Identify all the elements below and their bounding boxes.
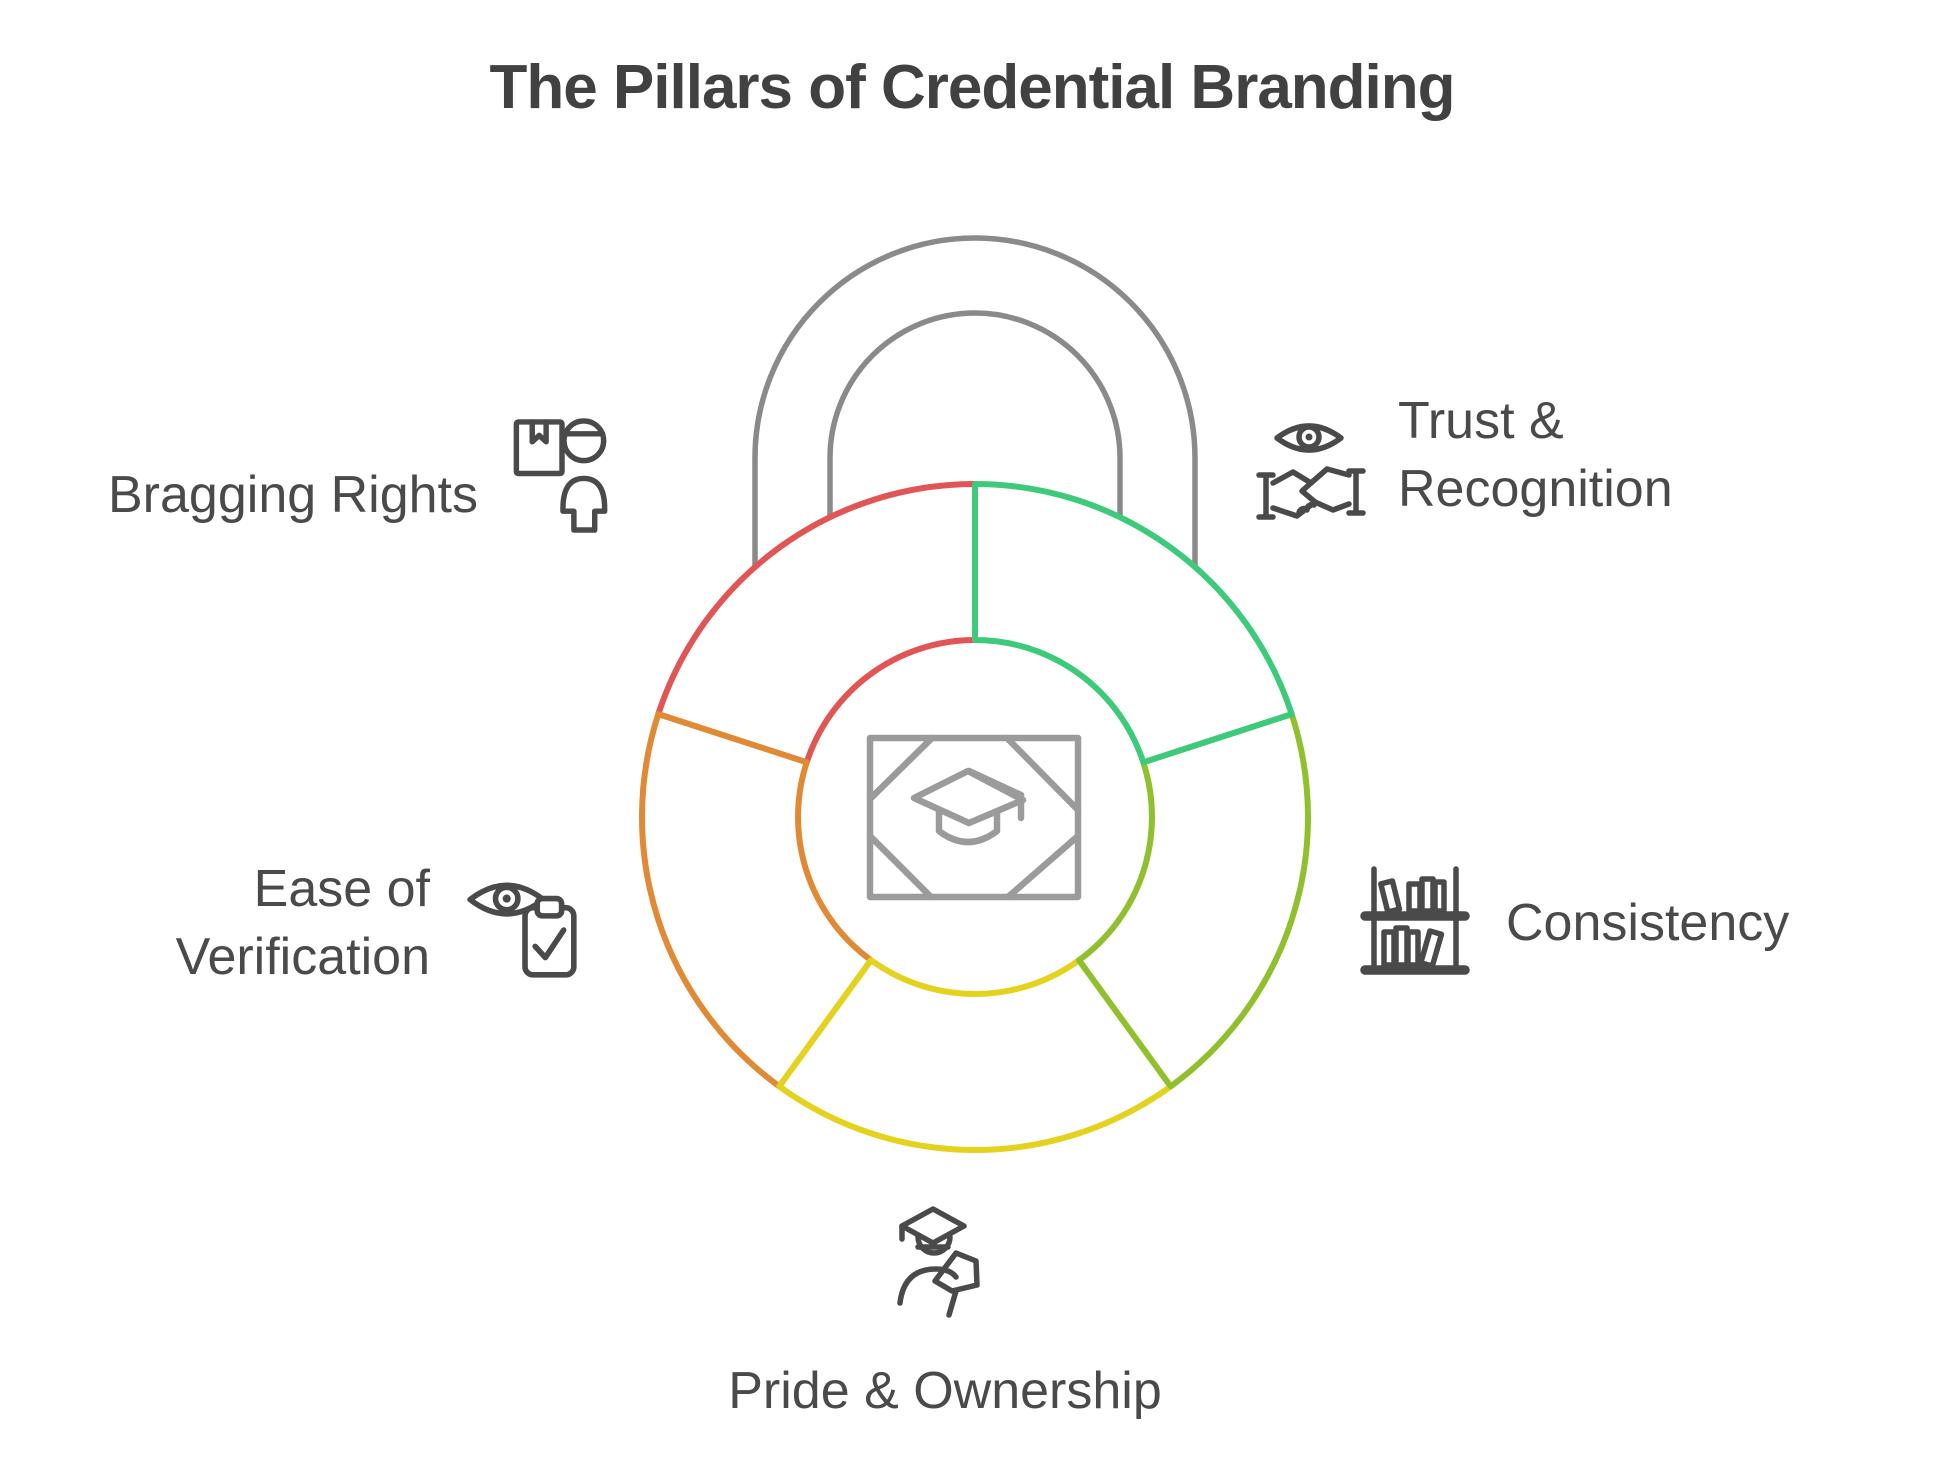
pillar-ring	[639, 481, 1311, 1153]
ring-segment-trust-recognition	[972, 481, 1295, 766]
ring-segment-bragging-rights	[655, 481, 978, 766]
bookshelf-icon	[1358, 862, 1472, 984]
graduate-flag-icon	[880, 1200, 986, 1324]
ring-segment-pride-ownership	[776, 957, 1174, 1153]
eye-handshake-icon	[1255, 410, 1367, 534]
pillar-label-bragging-rights: Bragging Rights	[108, 466, 478, 524]
ring-segment-ease-verification	[639, 711, 874, 1090]
pillar-label-pride-ownership: Pride & Ownership	[728, 1362, 1162, 1420]
pillar-label-consistency: Consistency	[1506, 894, 1790, 952]
pillar-label-ease-verification: Ease of Verification	[175, 860, 430, 986]
package-person-icon	[510, 413, 612, 534]
graduation-cap-emblem-icon	[866, 734, 1082, 901]
page-title: The Pillars of Credential Branding	[489, 53, 1455, 122]
pillar-label-trust-recognition: Trust & Recognition	[1398, 392, 1673, 518]
padlock-shackle	[752, 235, 1198, 703]
ring-segment-consistency	[1076, 711, 1311, 1090]
eye-clipboard-icon	[464, 862, 584, 986]
